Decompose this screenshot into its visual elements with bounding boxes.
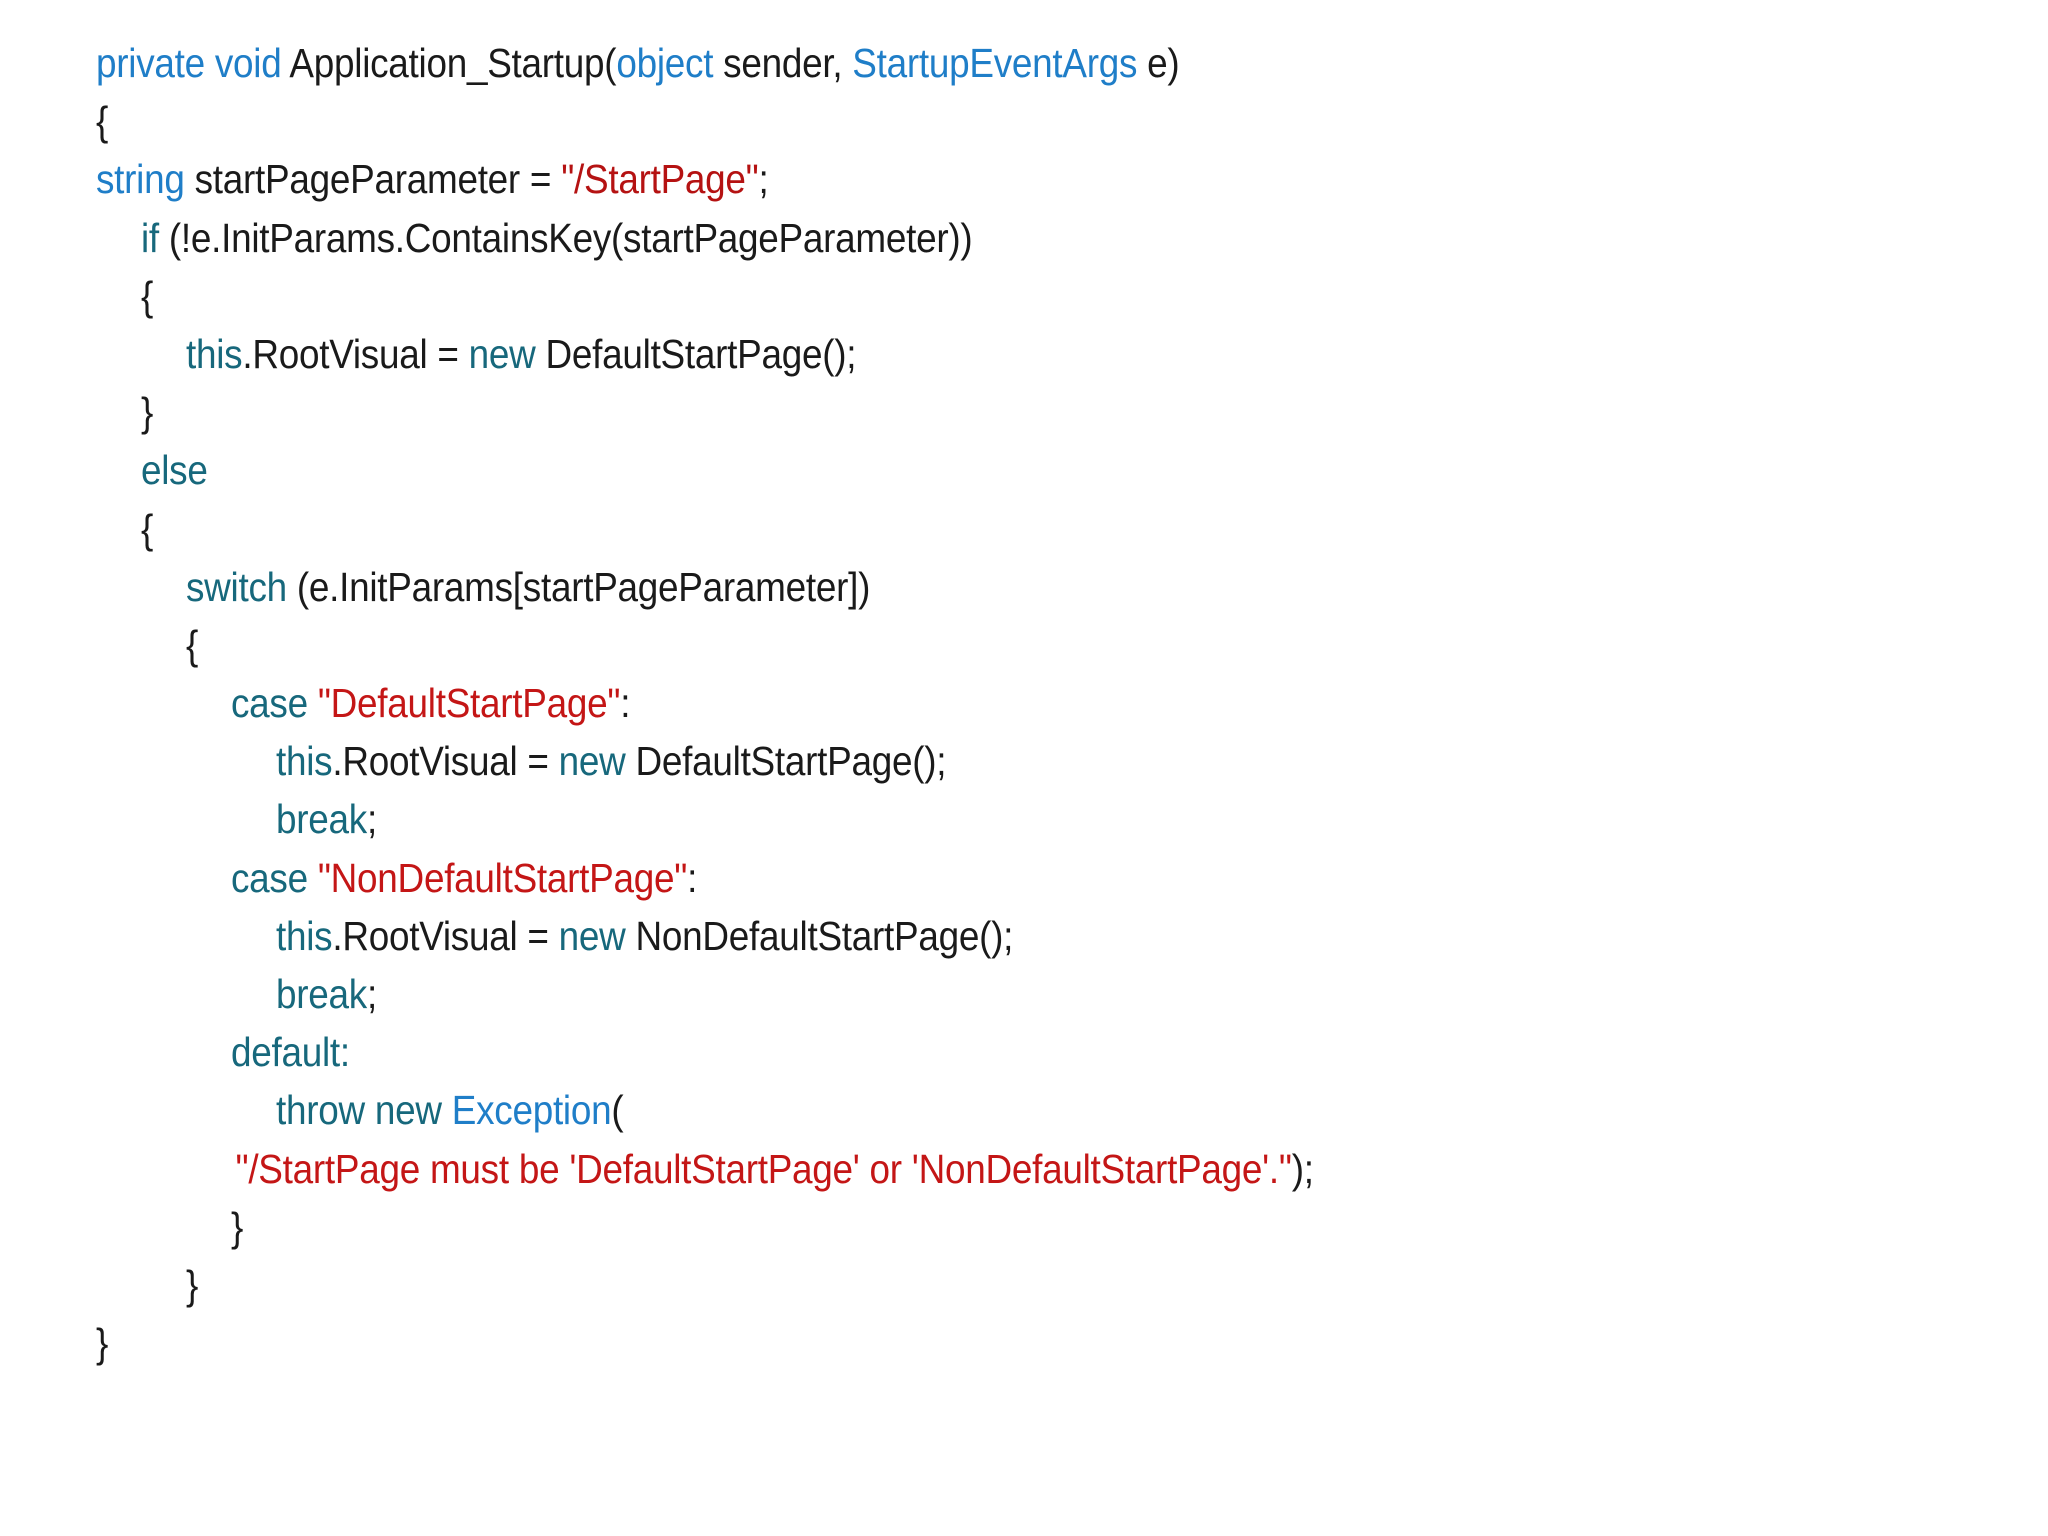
- code-token: (: [611, 1087, 624, 1134]
- code-token: object: [616, 40, 714, 86]
- code-token: .RootVisual =: [332, 738, 559, 785]
- code-token: if: [141, 214, 159, 261]
- code-token: DefaultStartPage();: [535, 330, 857, 377]
- code-line: }: [96, 1314, 1806, 1372]
- code-line: throw new Exception(: [96, 1081, 1806, 1139]
- code-line: break;: [96, 790, 1806, 848]
- code-line: case "DefaultStartPage":: [96, 674, 1806, 732]
- code-token: else: [141, 447, 208, 494]
- code-line: this.RootVisual = new DefaultStartPage()…: [96, 732, 1806, 790]
- code-token: case: [231, 854, 308, 901]
- code-token: .RootVisual =: [242, 330, 469, 377]
- code-token: string: [96, 156, 185, 203]
- code-line: default:: [96, 1023, 1806, 1081]
- code-token: "/StartPage": [561, 156, 759, 203]
- code-token: }: [96, 1320, 109, 1367]
- code-line: string startPageParameter = "/StartPage"…: [96, 150, 1806, 208]
- code-token: (e.InitParams[startPageParameter]): [286, 563, 871, 610]
- code-token: {: [141, 272, 154, 319]
- code-line: }: [96, 1256, 1806, 1314]
- code-token: break: [276, 796, 367, 843]
- code-token: void: [214, 40, 282, 86]
- code-token: }: [141, 389, 154, 436]
- code-token: Exception: [451, 1087, 612, 1134]
- code-token: "NonDefaultStartPage": [317, 854, 688, 901]
- code-token: this: [276, 912, 333, 959]
- code-token: Application_Startup(: [281, 40, 617, 86]
- code-line: {: [96, 267, 1806, 325]
- code-line: break;: [96, 965, 1806, 1023]
- code-token: .RootVisual =: [332, 912, 559, 959]
- code-token: NonDefaultStartPage();: [625, 912, 1014, 959]
- code-token: new: [468, 330, 536, 377]
- code-token: );: [1291, 1145, 1314, 1192]
- code-line: switch (e.InitParams[startPageParameter]…: [96, 558, 1806, 616]
- code-token: }: [186, 1261, 199, 1308]
- code-token: e): [1137, 40, 1180, 86]
- code-line: {: [96, 92, 1806, 150]
- code-line: {: [96, 500, 1806, 558]
- code-token: [308, 855, 318, 901]
- code-token: [308, 680, 318, 726]
- code-token: {: [96, 98, 109, 145]
- code-token: StartupEventArgs: [852, 40, 1138, 86]
- code-token: startPageParameter =: [184, 156, 562, 203]
- code-token: this: [186, 330, 243, 377]
- code-listing: private void Application_Startup(object …: [96, 34, 1996, 1372]
- code-line: private void Application_Startup(object …: [96, 34, 1806, 92]
- code-token: (!e.InitParams.ContainsKey(startPagePara…: [158, 214, 973, 261]
- code-token: DefaultStartPage();: [625, 738, 947, 785]
- code-token: new: [558, 738, 626, 785]
- code-line: this.RootVisual = new DefaultStartPage()…: [96, 325, 1806, 383]
- code-token: [442, 1087, 452, 1133]
- code-token: default:: [231, 1029, 350, 1076]
- code-line: if (!e.InitParams.ContainsKey(startPageP…: [96, 209, 1806, 267]
- code-token: [205, 40, 215, 86]
- code-token: case: [231, 680, 308, 727]
- code-line: }: [96, 383, 1806, 441]
- code-token: sender,: [713, 40, 853, 86]
- code-token: throw new: [276, 1087, 442, 1134]
- code-token: ;: [366, 971, 377, 1017]
- code-token: :: [620, 680, 631, 727]
- code-token: new: [558, 912, 626, 959]
- code-line: {: [96, 616, 1806, 674]
- code-token: this: [276, 738, 333, 785]
- code-token: private: [96, 40, 205, 86]
- code-token: switch: [186, 563, 287, 610]
- code-token: {: [186, 621, 199, 668]
- code-token: break: [276, 971, 367, 1017]
- code-token: "DefaultStartPage": [317, 680, 621, 727]
- code-line: else: [96, 441, 1806, 499]
- code-token: ;: [758, 156, 769, 203]
- code-token: }: [231, 1203, 244, 1250]
- code-token: {: [141, 505, 154, 552]
- code-token: :: [687, 854, 698, 901]
- code-token: ;: [366, 796, 377, 843]
- code-line: this.RootVisual = new NonDefaultStartPag…: [96, 907, 1806, 965]
- code-line: }: [96, 1198, 1806, 1256]
- code-token: "/StartPage must be 'DefaultStartPage' o…: [235, 1145, 1293, 1192]
- code-line: case "NonDefaultStartPage":: [96, 849, 1806, 907]
- code-line: "/StartPage must be 'DefaultStartPage' o…: [96, 1140, 1806, 1198]
